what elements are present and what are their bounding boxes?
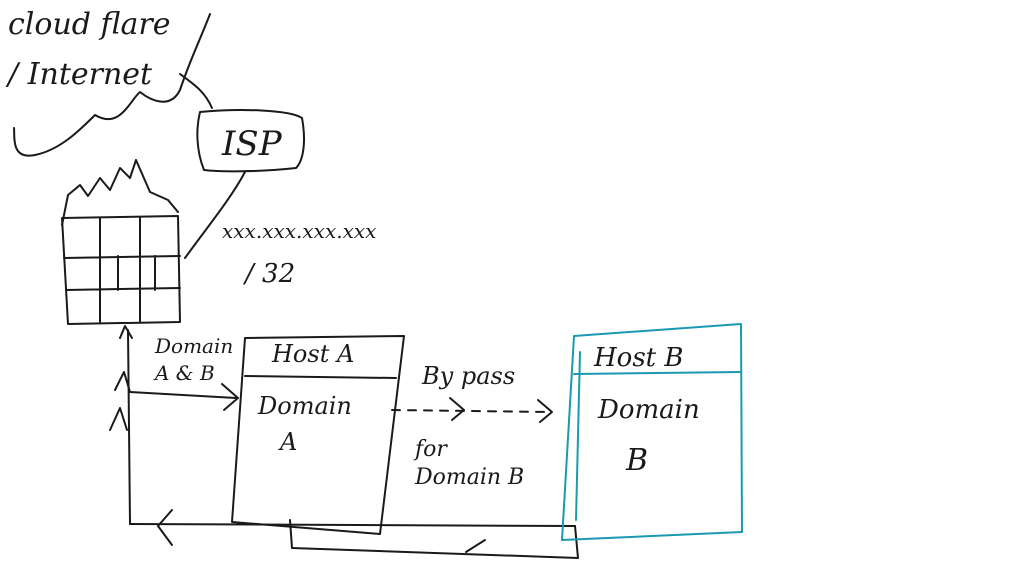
host-a-domain-letter: A [278,428,297,456]
host-b-domain: Domain [597,395,700,425]
loop-host-b-bottom [289,519,579,559]
edge-arrowhead [221,383,239,411]
firewall-flames [61,159,179,226]
edge-label-line2: A & B [153,361,215,385]
firewall-node [61,159,181,325]
host-a-domain: Domain [257,392,352,420]
internet-label: / Internet [5,57,153,92]
host-a-node: Host A Domain A [231,335,405,535]
firewall-isp-link [184,171,246,259]
bypass-for: for [413,437,448,462]
loop-arrow-up [119,325,133,339]
bypass-arrowhead-mid [449,397,465,421]
host-b-title: Host B [593,343,684,373]
bypass-link: By pass for Domain B [391,362,553,490]
firewall-bricks [63,217,181,323]
edge-label-line1: Domain [154,334,233,358]
host-b-domain-letter: B [625,443,648,478]
host-b-divider [573,371,741,375]
cloud-isp-link [179,73,213,109]
loop-tick [465,539,486,553]
host-b-box [561,323,743,541]
loop-arrow-left [157,509,173,546]
cloud-label: cloud flare [8,7,171,42]
bypass-label: By pass [421,362,515,390]
cloud-internet-node: cloud flare / Internet [5,7,211,157]
loop-arrow-low [109,407,128,431]
isp-node: ISP [179,73,305,173]
isp-box [196,109,305,173]
bypass-dashed-line [391,409,551,413]
edge-arrow-to-host-a [129,391,237,399]
host-b-inner-edge [575,351,581,521]
loop-arrow-mid [114,371,131,393]
host-a-box [231,335,405,535]
bypass-domain: Domain B [414,465,524,490]
loop-path [109,325,579,559]
host-b-node: Host B Domain B [561,323,743,541]
isp-label: ISP [221,124,283,164]
cloud-outline [13,13,211,157]
ip-address: xxx.xxx.xxx.xxx [222,219,376,243]
ip-cidr: / 32 [242,259,295,289]
firewall-wall [61,215,181,325]
loop-bottom-line [129,523,576,527]
host-a-divider [244,375,397,379]
host-a-title: Host A [271,340,354,368]
loop-left-line [127,329,131,525]
bypass-arrowhead-end [537,399,553,423]
